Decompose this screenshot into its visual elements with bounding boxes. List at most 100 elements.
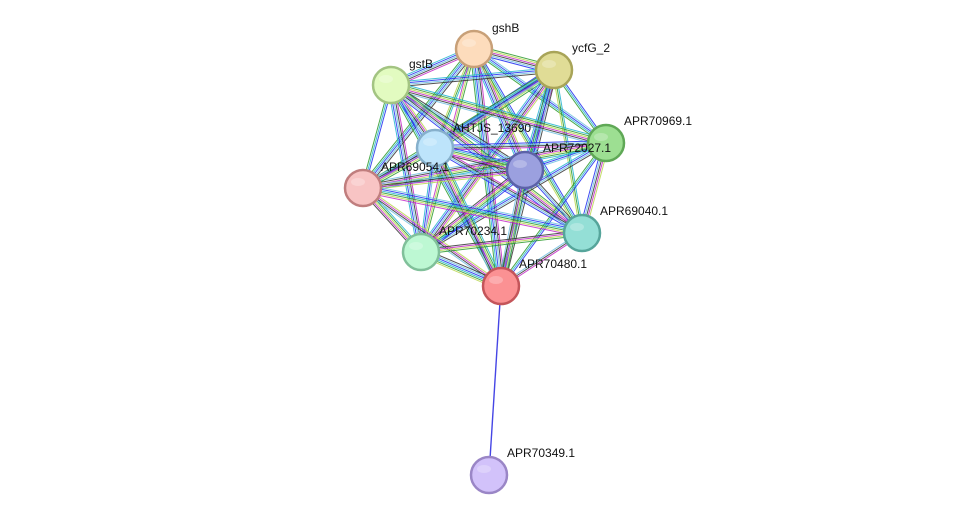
node-APR70234.1[interactable]: APR70234.1 (401, 224, 507, 272)
edge-strand (488, 285, 502, 476)
edge-strand (433, 149, 582, 236)
edge-strand (362, 167, 525, 187)
node-gstB[interactable]: gstB (371, 57, 433, 105)
node-highlight (542, 60, 556, 68)
edge-strand (500, 142, 607, 287)
node-highlight (594, 133, 608, 141)
node-AHTJS_13690[interactable]: AHTJS_13690 (415, 121, 531, 168)
node-APR70349.1[interactable]: APR70349.1 (469, 446, 575, 495)
edge-strand (434, 140, 606, 147)
node-circle[interactable] (505, 150, 545, 190)
node-label: gstB (409, 57, 433, 71)
edge-strand (363, 183, 583, 230)
node-circle[interactable] (415, 128, 455, 168)
edge-APR72027.1-APR69054.1 (362, 167, 526, 191)
node-label: APR72027.1 (543, 141, 611, 155)
edge-strand (390, 68, 554, 85)
node-label: gshB (492, 21, 519, 35)
node-highlight (462, 39, 476, 47)
node-label: APR70349.1 (507, 446, 575, 460)
edge-APR70480.1-APR70349.1 (488, 285, 502, 476)
edge-strand (553, 69, 583, 234)
edge-strand (421, 234, 583, 255)
edge-strand (391, 70, 555, 87)
edge-strand (434, 148, 582, 235)
node-APR70480.1[interactable]: APR70480.1 (481, 257, 587, 306)
edge-strand (362, 189, 582, 236)
node-circle[interactable] (534, 50, 574, 90)
node-label: APR69054.1 (381, 160, 449, 174)
edge-strand (435, 146, 583, 233)
node-APR69040.1[interactable]: APR69040.1 (562, 204, 668, 253)
node-highlight (570, 223, 584, 231)
node-circle[interactable] (586, 123, 626, 163)
edge-strand (363, 49, 476, 190)
node-label: APR70234.1 (439, 224, 507, 238)
edge-strand (361, 67, 554, 187)
node-highlight (423, 138, 437, 146)
edge-gstB-APR70969.1 (389, 80, 608, 148)
node-ycfG_2[interactable]: ycfG_2 (534, 41, 610, 90)
edge-strand (360, 46, 472, 187)
node-circle[interactable] (562, 213, 602, 253)
node-highlight (513, 160, 527, 168)
edge-strand (393, 84, 425, 252)
edge-strand (502, 170, 528, 287)
edge-strand (362, 188, 582, 235)
node-circle[interactable] (371, 65, 411, 105)
edge-strand (433, 148, 501, 287)
edge-ycfG_2-APR69040.1 (551, 69, 585, 234)
edge-strand (501, 143, 608, 288)
edge-strand (362, 191, 582, 238)
edge-strand (363, 186, 502, 286)
edge-strand (497, 169, 523, 286)
node-label: AHTJS_13690 (453, 121, 531, 135)
edge-strand (392, 82, 527, 169)
edge-strand (391, 83, 526, 170)
node-circle[interactable] (401, 232, 441, 272)
node-circle[interactable] (343, 168, 383, 208)
edge-strand (421, 143, 607, 254)
edge-strand (363, 170, 526, 190)
edge-APR72027.1-APR70480.1 (497, 169, 529, 287)
node-highlight (409, 242, 423, 250)
edge-strand (363, 171, 526, 191)
edge-strand (363, 185, 583, 232)
node-circle[interactable] (454, 29, 494, 69)
node-APR70969.1[interactable]: APR70969.1 (586, 114, 692, 163)
node-APR72027.1[interactable]: APR72027.1 (505, 141, 611, 190)
edge-strand (420, 231, 582, 252)
node-label: APR69040.1 (600, 204, 668, 218)
edge-strand (363, 70, 555, 190)
edge-strand (472, 49, 582, 234)
edge-strand (365, 50, 477, 191)
edge-strand (389, 88, 606, 148)
edge-strand (551, 70, 581, 234)
edge-strand (393, 81, 585, 231)
edge-strand (390, 85, 606, 145)
node-highlight (351, 178, 365, 186)
edge-strand (364, 185, 503, 285)
edge-strand (503, 170, 529, 287)
node-circle[interactable] (481, 266, 521, 306)
node-circle[interactable] (469, 455, 509, 495)
node-label: ycfG_2 (572, 41, 610, 55)
edge-strand (390, 67, 554, 84)
edge-strand (390, 86, 606, 146)
edge-strand (421, 144, 608, 255)
edge-APR69054.1-APR69040.1 (362, 183, 583, 238)
edge-strand (498, 169, 524, 286)
edge-strand (555, 69, 585, 233)
edge-strand (362, 138, 606, 185)
edge-strand (435, 145, 584, 232)
edge-strand (362, 141, 606, 188)
edge-strand (391, 83, 607, 143)
edge-strand (390, 85, 525, 172)
edge-ycfG_2-gstB (390, 67, 555, 88)
node-APR69054.1[interactable]: APR69054.1 (343, 160, 449, 208)
nodes-layer: gshB ycfG_2 gstB APR70969.1 AHTJS_13690APR72… (343, 21, 692, 495)
edge-strand (500, 169, 526, 287)
node-highlight (379, 75, 393, 83)
node-gshB[interactable]: gshB (454, 21, 519, 69)
